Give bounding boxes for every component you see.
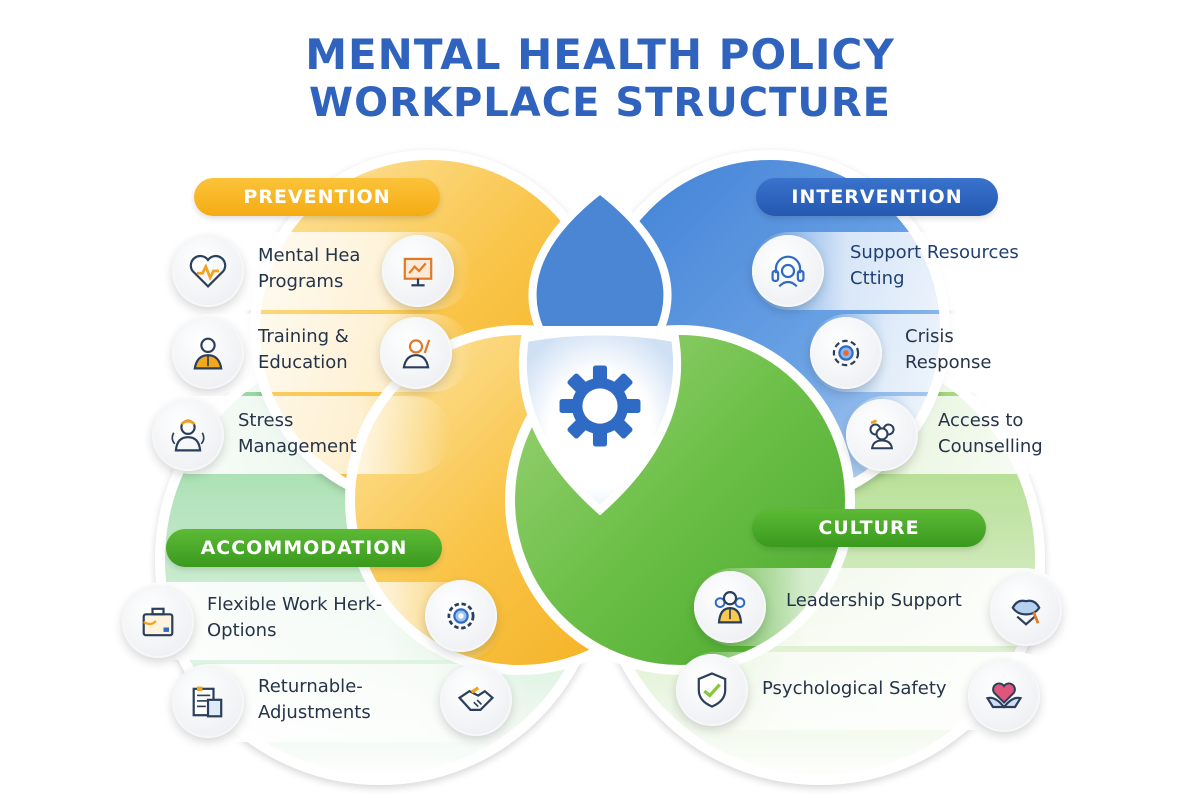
culture-header: CULTURE (752, 509, 986, 547)
presentation-board-icon (382, 235, 454, 307)
accommodation-item-label: Flexible Work Herk-Options (207, 594, 383, 641)
stressed-person-icon (152, 399, 224, 471)
headset-icon (752, 235, 824, 307)
intervention-header: INTERVENTION (756, 178, 998, 216)
heart-hands-icon (968, 660, 1040, 732)
culture-item-label: Leadership Support (786, 590, 962, 611)
culture-item-label: Psychological Safety (762, 678, 947, 699)
accommodation-item-label: Returnable-Adjustments (258, 676, 371, 723)
hands-holding-icon (990, 574, 1062, 646)
prevention-item-label: Training &Education (258, 326, 349, 373)
shield-icon (676, 654, 748, 726)
gear-icon (556, 362, 644, 450)
leader-team-icon (694, 571, 766, 643)
documents-icon (172, 666, 244, 738)
cog-icon (425, 580, 497, 652)
page-title-line-1: MENTAL HEALTH POLICY (305, 30, 895, 79)
page-title-line-2: WORKPLACE STRUCTURE (309, 80, 891, 126)
briefcase-icon (122, 586, 194, 658)
person-tie-icon (172, 317, 244, 389)
group-icon (846, 399, 918, 471)
accommodation-header: ACCOMMODATION (166, 529, 442, 567)
handshake-icon (440, 664, 512, 736)
crisis-gear-icon (810, 317, 882, 389)
heart-pulse-icon (172, 235, 244, 307)
prevention-header: PREVENTION (194, 178, 440, 216)
teacher-icon (380, 317, 452, 389)
